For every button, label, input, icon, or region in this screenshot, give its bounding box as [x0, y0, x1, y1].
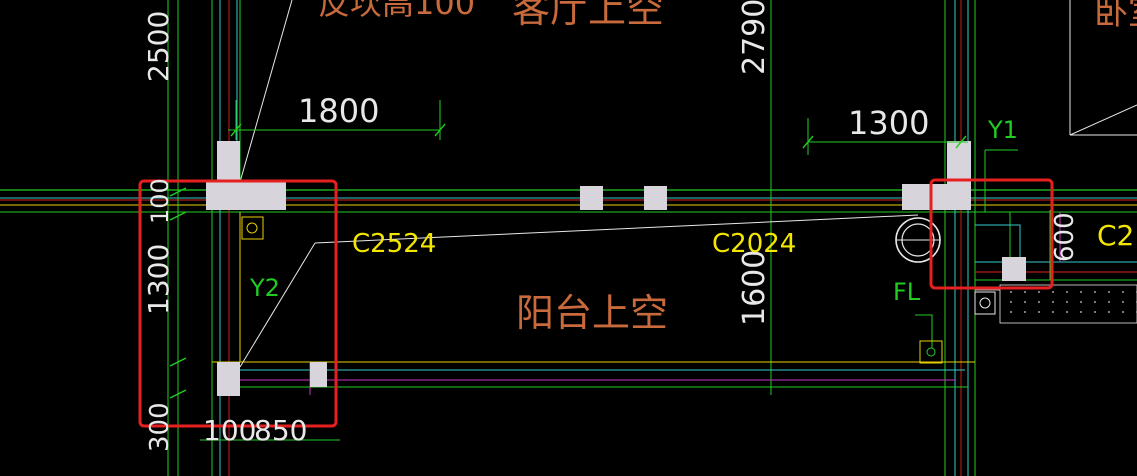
floor-drain-icon[interactable]: [919, 340, 943, 364]
dim-vert-1600: 1600: [737, 250, 772, 326]
pipe-label-y2: Y2: [249, 274, 280, 302]
hatch-dot: [1024, 301, 1026, 303]
hatch-dot: [1052, 301, 1054, 303]
hatch-dot: [1108, 291, 1110, 293]
hatch-dot: [1066, 301, 1068, 303]
column-right-small: [1002, 257, 1026, 281]
hatch-dot: [1094, 301, 1096, 303]
hatch-dot: [1066, 291, 1068, 293]
highlight-box-left[interactable]: [138, 179, 338, 428]
column-bottom-mid: [310, 362, 327, 387]
hatch-dot: [1038, 291, 1040, 293]
pipe-y2-icon[interactable]: [241, 216, 264, 240]
hatch-dot: [1052, 291, 1054, 293]
dim-vert-2790: 2790: [737, 0, 772, 75]
pipe-label-y1: Y1: [987, 116, 1018, 144]
hatch-dot: [1024, 291, 1026, 293]
dim-left-2500: 2500: [142, 11, 175, 82]
dim-bottom-850: 850: [254, 414, 307, 447]
leader-lines: [239, 0, 919, 368]
dimension-lines: [169, 0, 1051, 476]
room-label-balcony-void: 阳台上空: [516, 291, 668, 335]
hatch-dot: [1080, 311, 1082, 313]
dim-top-1800: 1800: [298, 92, 379, 130]
hatch-dot: [1108, 311, 1110, 313]
floor-drain-label: FL: [893, 278, 921, 306]
hatch-dot: [1122, 301, 1124, 303]
dim-left-100: 100: [146, 178, 174, 224]
window-label-c21: C21: [1097, 219, 1137, 252]
columns: [206, 141, 1026, 396]
window-label-c2524: C2524: [352, 229, 436, 259]
hatch-dot: [1024, 311, 1026, 313]
hatch-dot: [1066, 311, 1068, 313]
pipe-y1-icon[interactable]: [974, 291, 996, 315]
highlight-box-right[interactable]: [929, 178, 1054, 290]
room-label-bedroom-partial: 卧室: [1094, 0, 1137, 33]
column-right-horizontal: [902, 184, 971, 210]
hatch-dot: [1052, 311, 1054, 313]
column-bottom-left: [217, 362, 240, 396]
dim-right-600: 600: [1050, 212, 1080, 262]
column-mid-2: [644, 186, 667, 210]
dim-left-300: 300: [145, 402, 175, 452]
hatch-dot: [1122, 291, 1124, 293]
hatch-dot: [1094, 311, 1096, 313]
hatch-dot: [1038, 301, 1040, 303]
dim-left-1300: 1300: [142, 244, 175, 315]
hatch-dot: [1080, 291, 1082, 293]
column-mid-1: [580, 186, 603, 210]
hatch-dot: [1038, 311, 1040, 313]
note-top-partial: 反坎高100: [318, 0, 475, 22]
room-label-living-void: 客厅上空: [512, 0, 664, 31]
hatch-dot: [1080, 301, 1082, 303]
dim-top-1300: 1300: [848, 104, 929, 142]
hatch-dot: [1094, 291, 1096, 293]
slab-hatch: [1010, 291, 1137, 313]
hatch-dot: [1010, 301, 1012, 303]
hatch-dot: [1108, 301, 1110, 303]
downpipe-circle-icon[interactable]: [895, 217, 941, 263]
dim-bottom-100: 100: [203, 414, 256, 447]
hatch-dot: [1010, 311, 1012, 313]
column-top-left-horizontal: [206, 182, 286, 210]
hatch-dot: [1010, 291, 1012, 293]
window-label-c2024: C2024: [712, 229, 796, 259]
hatch-dot: [1122, 311, 1124, 313]
